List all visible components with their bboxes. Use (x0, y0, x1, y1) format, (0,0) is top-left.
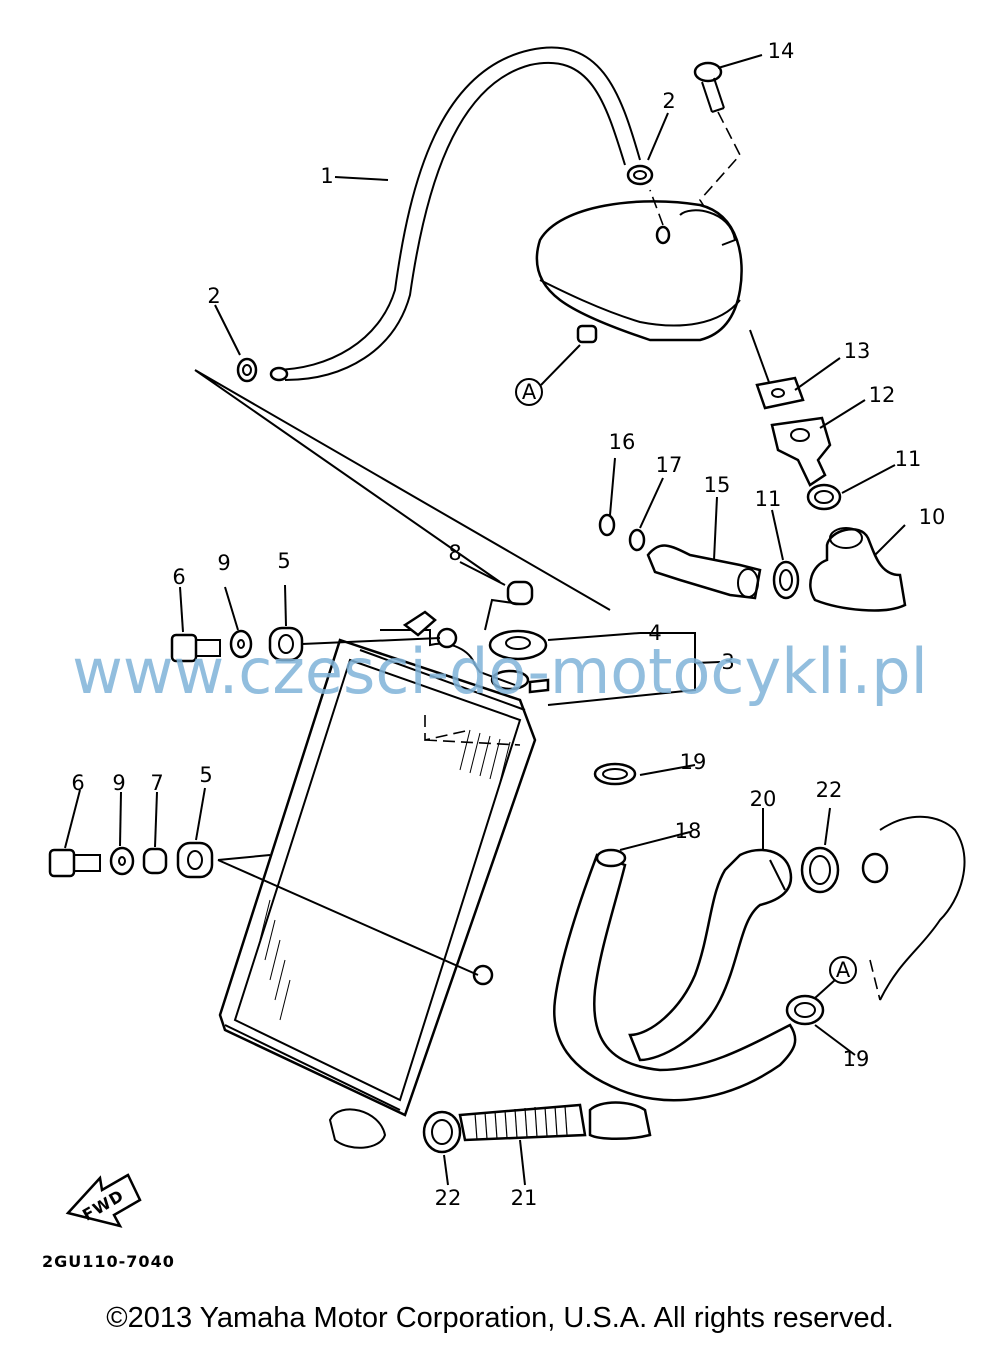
hose-clamp-19-upper (593, 762, 637, 786)
hose-clamp-upper (626, 164, 654, 186)
callout-22-right: 22 (816, 778, 843, 802)
hose-15 (646, 544, 762, 600)
hose-21 (458, 1101, 652, 1142)
reservoir-joint (770, 416, 832, 487)
callout-18: 18 (675, 819, 702, 843)
callout-6-upper: 6 (172, 565, 185, 589)
hose-10 (809, 527, 907, 612)
callout-9-lower: 9 (112, 771, 125, 795)
callout-10: 10 (919, 505, 946, 529)
hose-20 (628, 848, 793, 1062)
hose-clamp-22-lower (422, 1110, 462, 1154)
callout-13: 13 (844, 339, 871, 363)
ref-marker-a-bottom: A (814, 956, 857, 999)
callout-12: 12 (869, 383, 896, 407)
callout-22-lower: 22 (435, 1186, 462, 1210)
copyright-notice: ©2013 Yamaha Motor Corporation, U.S.A. A… (106, 1302, 894, 1334)
collar-7 (142, 847, 168, 875)
hose-clamp-19-lower (785, 994, 825, 1026)
callout-19-lower: 19 (843, 1047, 870, 1071)
hose-clamp-left (236, 357, 258, 383)
drawing-code: 2GU110-7040 (42, 1252, 175, 1271)
o-ring-17 (628, 528, 646, 552)
callout-14: 14 (768, 39, 795, 63)
callout-4: 4 (648, 621, 661, 645)
callout-8: 8 (448, 541, 461, 565)
radiator (218, 610, 550, 1149)
callout-11-left: 11 (755, 487, 782, 511)
callout-1: 1 (320, 164, 333, 188)
collar-8 (484, 580, 534, 631)
ref-marker-label: A (522, 380, 537, 404)
callout-17: 17 (656, 453, 683, 477)
hose-clamp-11a (806, 483, 842, 511)
leader-lines (64, 54, 906, 1186)
callout-9-upper: 9 (217, 551, 230, 575)
callout-19-upper: 19 (680, 750, 707, 774)
hose-clamp-11b (772, 560, 800, 600)
ref-marker-label: A (836, 958, 851, 982)
callout-2-upper: 2 (662, 89, 675, 113)
reservoir-bolt (693, 61, 741, 236)
callout-16: 16 (609, 430, 636, 454)
callout-2-left: 2 (207, 284, 220, 308)
callout-21: 21 (511, 1186, 538, 1210)
callout-5-upper: 5 (277, 549, 290, 573)
fwd-arrow-icon: FWD (65, 1173, 142, 1228)
watermark: www.czesci-do-motocykli.pl (72, 635, 928, 708)
reservoir-gasket (755, 376, 805, 410)
ref-marker-a-top: A (515, 344, 581, 406)
callout-20: 20 (750, 787, 777, 811)
callout-7: 7 (150, 771, 163, 795)
callout-labels: 1 2 2 3 4 5 5 6 6 7 8 9 9 10 11 11 12 13… (71, 39, 945, 1210)
bolt-6-lower (48, 848, 101, 878)
washer-9-upper (229, 629, 253, 659)
engine-outlet (861, 815, 966, 1001)
radiator-cap (488, 629, 548, 691)
callout-3: 3 (721, 650, 734, 674)
o-ring-16 (598, 513, 616, 537)
hose-clamp-22-right (800, 846, 840, 894)
grommet-5-lower (176, 841, 479, 976)
hose-18 (553, 848, 797, 1102)
callout-15: 15 (704, 473, 731, 497)
callout-6-lower: 6 (71, 771, 84, 795)
callout-5-lower: 5 (199, 763, 212, 787)
overflow-hose (269, 46, 641, 382)
reservoir-tank (535, 189, 771, 386)
washer-9-lower (109, 846, 135, 876)
callout-11-right: 11 (895, 447, 922, 471)
bolt-6-upper (170, 633, 221, 663)
grommet-5-upper (268, 626, 441, 662)
